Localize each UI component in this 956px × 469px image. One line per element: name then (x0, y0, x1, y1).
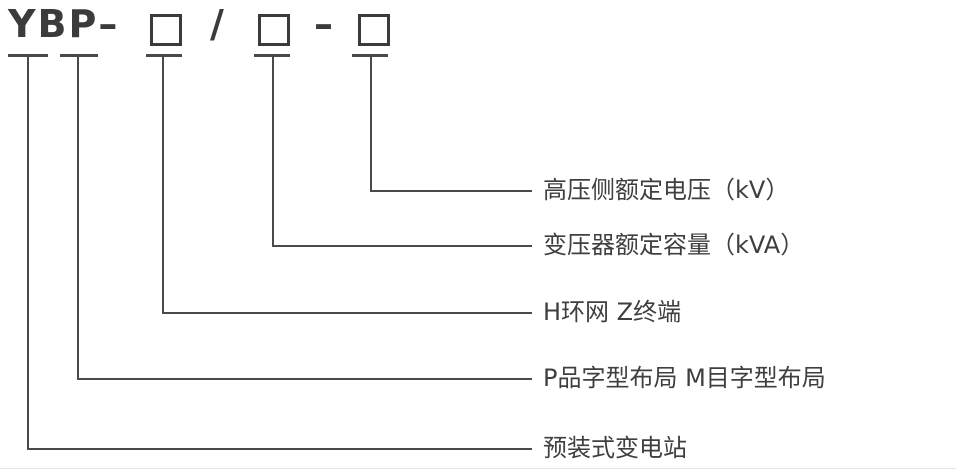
callout-line-capacity (272, 57, 532, 247)
underline-tick-yb (8, 54, 48, 57)
model-code-slash: / (210, 2, 226, 46)
callout-label-capacity: 变压器额定容量（kVA） (543, 231, 805, 259)
callout-label-station: 预装式变电站 (543, 434, 687, 462)
placeholder-box-network (150, 14, 182, 46)
callout-line-voltage (370, 57, 532, 192)
callout-line-layout (77, 57, 532, 380)
underline-tick-box-network (146, 54, 182, 57)
model-code-dash: – (314, 2, 335, 46)
callout-label-voltage: 高压侧额定电压（kV） (543, 176, 790, 204)
placeholder-box-capacity (258, 14, 290, 46)
model-code-prefix: YBP– (8, 2, 120, 46)
callout-line-station (27, 57, 532, 450)
underline-tick-box-capacity (254, 54, 290, 57)
callout-line-network (162, 57, 532, 314)
underline-tick-p (60, 54, 98, 57)
callout-label-layout: P品字型布局 M目字型布局 (543, 364, 826, 392)
callout-label-network: H环网 Z终端 (543, 298, 682, 326)
placeholder-box-voltage (358, 14, 390, 46)
underline-tick-box-voltage (352, 54, 388, 57)
